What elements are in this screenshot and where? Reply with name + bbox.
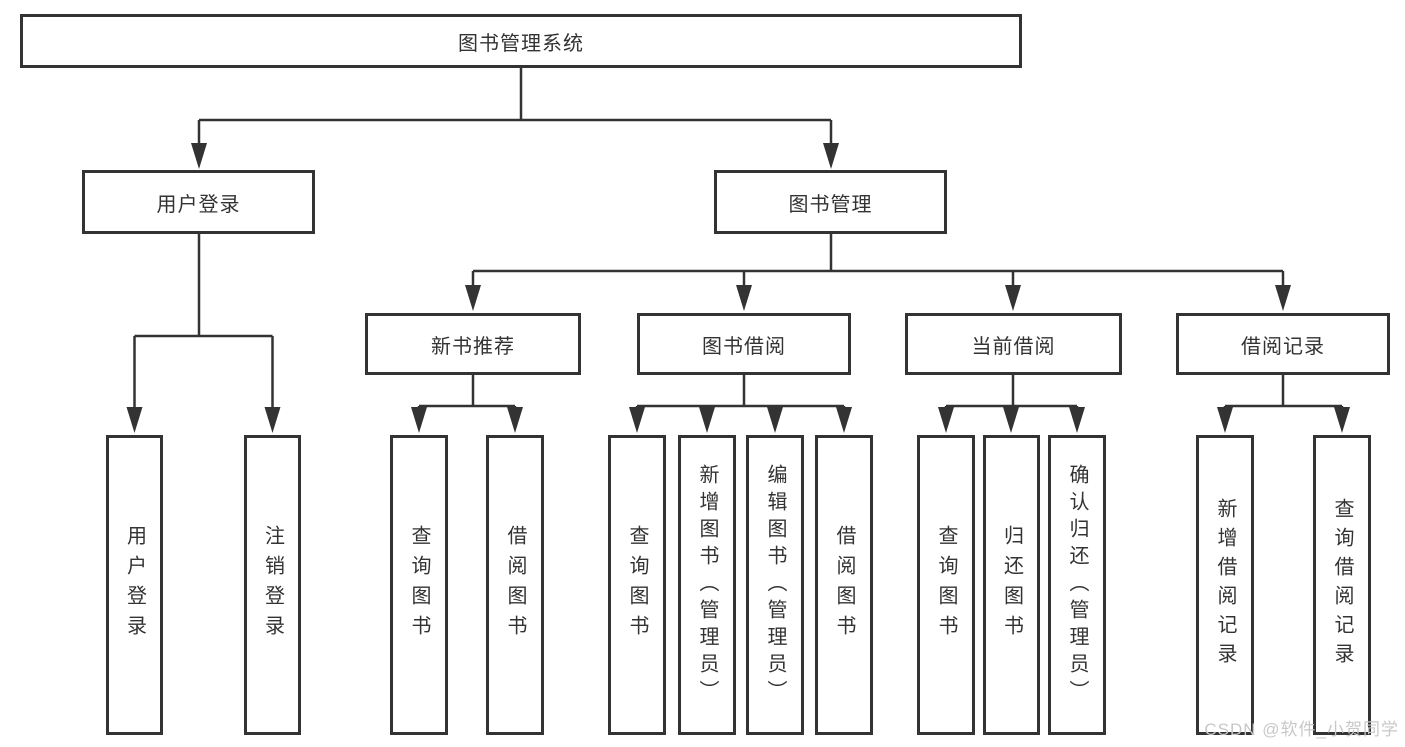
node-new-book-recommend: 新书推荐 <box>365 313 581 375</box>
node-label: 新增借阅记录 <box>1214 498 1236 672</box>
node-label: 图书管理系统 <box>458 32 584 55</box>
leaf-br-query-record: 查询借阅记录 <box>1313 435 1371 735</box>
node-root: 图书管理系统 <box>20 14 1022 68</box>
node-label: 用户登录 <box>123 525 146 645</box>
node-label: 归还图书 <box>1000 525 1023 645</box>
node-label: 确认归还（管理员） <box>1066 463 1088 707</box>
node-label: 注销登录 <box>261 525 284 645</box>
leaf-rec-query-books: 查询图书 <box>390 435 448 735</box>
node-book-borrow: 图书借阅 <box>637 313 851 375</box>
leaf-bb-edit-books-admin: 编辑图书（管理员） <box>746 435 804 735</box>
node-label: 当前借阅 <box>971 335 1056 358</box>
node-label: 借阅图书 <box>833 525 855 645</box>
node-label: 用户登录 <box>156 193 241 216</box>
node-user-login: 用户登录 <box>82 170 315 234</box>
node-label: 借阅记录 <box>1241 335 1325 358</box>
node-borrow-records: 借阅记录 <box>1176 313 1390 375</box>
node-label: 新书推荐 <box>431 335 515 358</box>
leaf-user-login: 用户登录 <box>106 435 163 735</box>
node-label: 查询图书 <box>408 525 430 645</box>
node-label: 图书管理 <box>788 193 873 216</box>
node-label: 借阅图书 <box>504 525 526 645</box>
leaf-cb-return-books: 归还图书 <box>983 435 1040 735</box>
node-current-borrow: 当前借阅 <box>905 313 1122 375</box>
leaf-logout: 注销登录 <box>244 435 301 735</box>
node-label: 查询借阅记录 <box>1331 498 1353 672</box>
node-label: 查询图书 <box>935 525 957 645</box>
leaf-bb-add-books-admin: 新增图书（管理员） <box>678 435 736 735</box>
leaf-bb-borrow-books: 借阅图书 <box>815 435 873 735</box>
leaf-rec-borrow-books: 借阅图书 <box>486 435 544 735</box>
node-label: 查询图书 <box>626 525 648 645</box>
leaf-cb-query-books: 查询图书 <box>917 435 975 735</box>
leaf-bb-query-books: 查询图书 <box>608 435 666 735</box>
leaf-br-add-record: 新增借阅记录 <box>1196 435 1254 735</box>
node-label: 编辑图书（管理员） <box>764 463 786 707</box>
node-book-management: 图书管理 <box>714 170 947 234</box>
leaf-cb-confirm-return-admin: 确认归还（管理员） <box>1048 435 1106 735</box>
node-label: 图书借阅 <box>702 335 786 358</box>
node-label: 新增图书（管理员） <box>696 463 718 707</box>
watermark: CSDN @软件_小贺同学 <box>1204 720 1399 739</box>
